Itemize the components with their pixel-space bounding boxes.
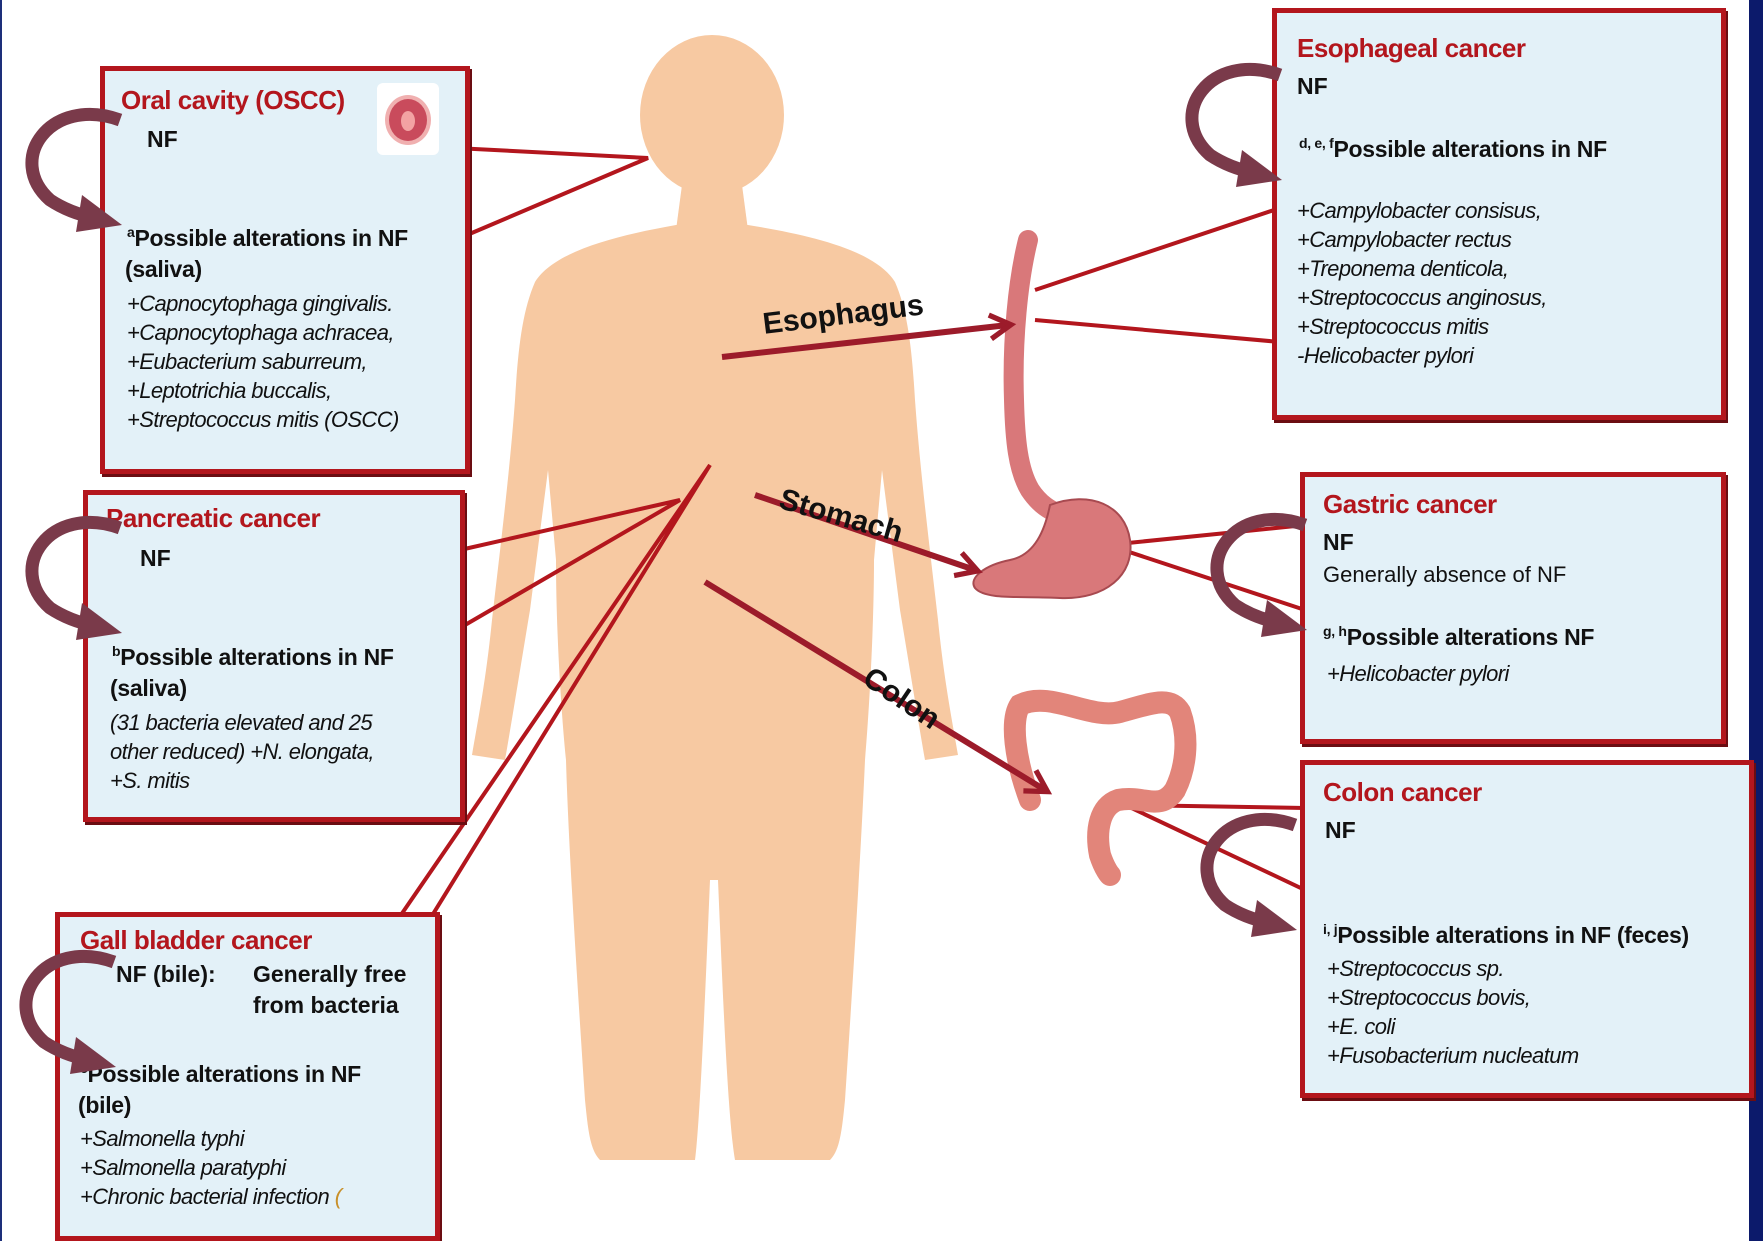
pancreatic-sample: (saliva) <box>110 675 187 702</box>
esophageal-item: +Streptococcus mitis <box>1297 312 1547 341</box>
curl-arrow-oral <box>10 100 130 240</box>
colon-title: Colon cancer <box>1323 777 1482 808</box>
oral-nf: NF <box>147 126 178 153</box>
gall-sample: (bile) <box>78 1092 131 1119</box>
colon-item: +E. coli <box>1327 1012 1579 1041</box>
esophageal-title: Esophageal cancer <box>1297 33 1526 64</box>
oral-item: +Eubacterium saburreum, <box>127 347 399 376</box>
oral-item: +Leptotrichia buccalis, <box>127 376 399 405</box>
oral-cavity-box: Oral cavity (OSCC) NF aPossible alterati… <box>100 66 470 474</box>
oral-sample: (saliva) <box>125 256 202 283</box>
gall-item: +Chronic bacterial infection ( <box>80 1182 341 1211</box>
esophageal-item: +Campylobacter consisus, <box>1297 196 1547 225</box>
colon-items: +Streptococcus sp. +Streptococcus bovis,… <box>1327 954 1579 1070</box>
colon-item: +Fusobacterium nucleatum <box>1327 1041 1579 1070</box>
colon-heading: i, jPossible alterations in NF (feces) <box>1323 921 1689 949</box>
curl-arrow-colon <box>1185 805 1305 945</box>
gastric-item: +Helicobacter pylori <box>1327 659 1509 688</box>
gall-item: +Salmonella paratyphi <box>80 1153 341 1182</box>
oral-item: +Capnocytophaga achracea, <box>127 318 399 347</box>
gall-items: +Salmonella typhi +Salmonella paratyphi … <box>80 1124 341 1211</box>
gastric-heading: g, hPossible alterations NF <box>1323 623 1594 651</box>
gastric-items: +Helicobacter pylori <box>1327 659 1509 688</box>
pancreatic-item: (31 bacteria elevated and 25 <box>110 708 374 737</box>
oral-item: +Streptococcus mitis (OSCC) <box>127 405 399 434</box>
pancreatic-nf: NF <box>140 545 171 572</box>
gastric-nf: NF <box>1323 529 1354 556</box>
oral-items: +Capnocytophaga gingivalis. +Capnocytoph… <box>127 289 399 434</box>
curl-arrow-gastric <box>1195 505 1315 645</box>
gastric-cancer-box: Gastric cancer NF Generally absence of N… <box>1300 472 1726 744</box>
pancreatic-items: (31 bacteria elevated and 25 other reduc… <box>110 708 374 795</box>
oral-heading: aPossible alterations in NF <box>127 224 408 252</box>
esophageal-items: +Campylobacter consisus, +Campylobacter … <box>1297 196 1547 370</box>
colon-item: +Streptococcus bovis, <box>1327 983 1579 1012</box>
colon-item: +Streptococcus sp. <box>1327 954 1579 983</box>
oral-item: +Capnocytophaga gingivalis. <box>127 289 399 318</box>
colon-nf: NF <box>1325 817 1356 844</box>
gall-trailing-mark: ( <box>335 1184 342 1209</box>
gastric-general: Generally absence of NF <box>1323 562 1566 588</box>
curl-arrow-pancreatic <box>10 508 130 648</box>
gall-free-line-1: Generally free <box>253 961 406 988</box>
esophageal-heading: d, e, fPossible alterations in NF <box>1299 135 1607 163</box>
gastric-title: Gastric cancer <box>1323 489 1497 520</box>
pancreatic-heading: bPossible alterations in NF <box>112 643 394 671</box>
esophageal-item: +Treponema denticola, <box>1297 254 1547 283</box>
pancreatic-item: +S. mitis <box>110 766 374 795</box>
colon-cancer-box: Colon cancer NF i, jPossible alterations… <box>1300 760 1754 1098</box>
esophageal-nf: NF <box>1297 73 1328 100</box>
esophageal-item: -Helicobacter pylori <box>1297 341 1547 370</box>
curl-arrow-esophageal <box>1170 55 1290 195</box>
pancreatic-cancer-box: Pancreatic cancer NF bPossible alteratio… <box>83 490 465 822</box>
oral-title: Oral cavity (OSCC) <box>121 85 345 116</box>
esophagus-stomach-illustration <box>973 240 1130 598</box>
pancreatic-title: Pancreatic cancer <box>106 503 320 534</box>
esophageal-item: +Streptococcus anginosus, <box>1297 283 1547 312</box>
esophageal-item: +Campylobacter rectus <box>1297 225 1547 254</box>
gall-free-line-2: from bacteria <box>253 992 399 1019</box>
pancreatic-item: other reduced) +N. elongata, <box>110 737 374 766</box>
esophageal-cancer-box: Esophageal cancer NF d, e, fPossible alt… <box>1272 8 1726 420</box>
gall-item: +Salmonella typhi <box>80 1124 341 1153</box>
gall-nf: NF (bile): <box>116 961 216 988</box>
mouth-icon <box>377 83 439 155</box>
curl-arrow-gall <box>4 942 124 1082</box>
